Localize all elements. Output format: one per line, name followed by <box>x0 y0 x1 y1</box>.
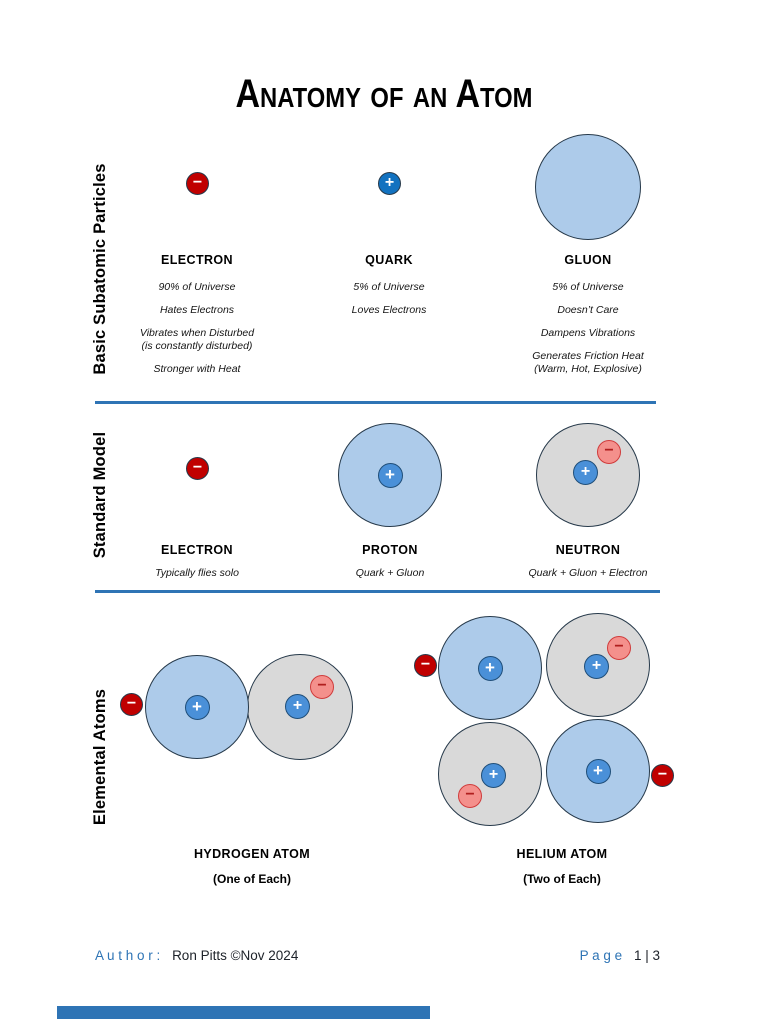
nucleus-electron: − <box>607 636 631 660</box>
proton-circle: + <box>338 423 442 527</box>
page-footer: A u t h o r : Ron Pitts ©Nov 2024 P a g … <box>95 948 660 963</box>
nucleus-quark: + <box>481 763 506 788</box>
label-quark: QUARK <box>365 253 413 267</box>
minus-icon: − <box>604 442 614 459</box>
label-electron: ELECTRON <box>161 543 233 557</box>
section-divider <box>95 401 656 404</box>
description-line: 5% of Universe <box>353 281 425 293</box>
description-line: Typically flies solo <box>155 567 239 579</box>
electron-particle: − <box>186 457 209 480</box>
minus-icon: − <box>317 677 327 694</box>
author-label: A u t h o r : <box>95 948 161 963</box>
plus-icon: + <box>385 464 395 484</box>
minus-icon: − <box>192 173 203 191</box>
desc-neutron: Quark + Gluon + Electron <box>473 567 703 590</box>
label-electron: ELECTRON <box>161 253 233 267</box>
section-label-elemental-atoms: Elemental Atoms <box>91 688 109 826</box>
author-line: A u t h o r : Ron Pitts ©Nov 2024 <box>95 948 298 963</box>
page-title: Anatomy of an Atom <box>235 72 533 116</box>
quark-particle: + <box>378 172 401 195</box>
desc-electron: Typically flies solo <box>82 567 312 590</box>
nucleus-electron: − <box>458 784 482 808</box>
description-line: Generates Friction Heat (Warm, Hot, Expl… <box>532 350 644 375</box>
electron-particle: − <box>186 172 209 195</box>
label-neutron: NEUTRON <box>555 543 621 557</box>
minus-icon: − <box>126 694 137 712</box>
label-gluon: GLUON <box>564 253 612 267</box>
nucleus-quark: + <box>573 460 598 485</box>
plus-icon: + <box>485 657 495 677</box>
electron-particle: − <box>414 654 437 677</box>
description-line: Dampens Vibrations <box>540 327 636 339</box>
label-proton: PROTON <box>362 543 418 557</box>
nucleus-quark: + <box>584 654 609 679</box>
description-line: Doesn’t Care <box>557 304 619 316</box>
plus-icon: + <box>292 696 303 714</box>
plus-icon: + <box>593 760 603 780</box>
description-line: Loves Electrons <box>351 304 427 316</box>
description-line: Quark + Gluon <box>355 567 425 579</box>
plus-icon: + <box>192 696 202 716</box>
description-line: 5% of Universe <box>552 281 624 293</box>
minus-icon: − <box>614 638 624 655</box>
minus-icon: − <box>420 655 431 673</box>
gluon-circle <box>535 134 641 240</box>
description-line: Stronger with Heat <box>153 363 241 375</box>
neutron-circle <box>536 423 640 527</box>
description-line: Hates Electrons <box>159 304 235 316</box>
plus-icon: + <box>384 173 395 191</box>
electron-particle: − <box>651 764 674 787</box>
label-hydrogen-atom: HYDROGEN ATOM <box>193 847 311 861</box>
nucleus-quark: + <box>285 694 310 719</box>
description-line: Quark + Gluon + Electron <box>528 567 648 579</box>
nucleus-quark: + <box>477 655 503 681</box>
plus-icon: + <box>580 462 591 480</box>
proton-circle: + <box>546 719 650 823</box>
label-helium-atom: HELIUM ATOM <box>516 847 608 861</box>
nucleus-quark: + <box>377 462 403 488</box>
proton-circle: + <box>145 655 249 759</box>
minus-icon: − <box>192 458 203 476</box>
nucleus-electron: − <box>597 440 621 464</box>
minus-icon: − <box>465 786 475 803</box>
sublabel-hydrogen-atom: (One of Each) <box>212 872 291 886</box>
page-number: 1 | 3 <box>633 948 660 963</box>
section-divider <box>95 590 660 593</box>
nucleus-quark: + <box>585 758 611 784</box>
electron-particle: − <box>120 693 143 716</box>
desc-proton: Quark + Gluon <box>275 567 505 590</box>
minus-icon: − <box>657 765 668 783</box>
plus-icon: + <box>488 765 499 783</box>
page-number-line: P a g e 1 | 3 <box>580 948 660 963</box>
proton-circle: + <box>438 616 542 720</box>
footer-accent-bar <box>57 1006 430 1019</box>
description-line: Vibrates when Disturbed (is constantly d… <box>139 327 255 352</box>
sublabel-helium-atom: (Two of Each) <box>523 872 601 886</box>
page-label: P a g e <box>579 948 623 963</box>
author-value: Ron Pitts ©Nov 2024 <box>172 948 299 963</box>
nucleus-quark: + <box>184 694 210 720</box>
plus-icon: + <box>591 656 602 674</box>
nucleus-electron: − <box>310 675 334 699</box>
description-line: 90% of Universe <box>158 281 236 293</box>
